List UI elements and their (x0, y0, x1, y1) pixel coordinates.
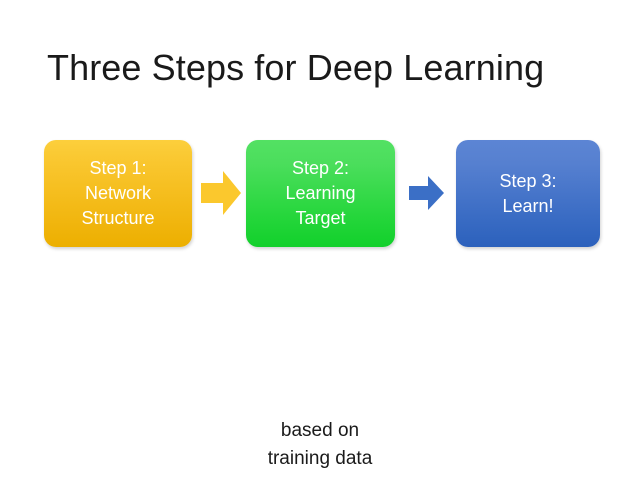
step-box-2[interactable]: Step 2: Learning Target (246, 140, 395, 247)
step-box-3-label: Step 3: Learn! (499, 170, 557, 216)
step-box-3[interactable]: Step 3: Learn! (456, 140, 600, 247)
step-box-2-label: Step 2: Learning Target (285, 158, 356, 228)
arrow-right-icon (409, 175, 444, 211)
page-title: Three Steps for Deep Learning (47, 47, 545, 88)
step-box-1-label: Step 1: Network Structure (81, 158, 155, 228)
caption-text: based on training data (267, 420, 373, 469)
step-box-1[interactable]: Step 1: Network Structure (44, 140, 192, 247)
arrow-right-icon (201, 170, 241, 216)
